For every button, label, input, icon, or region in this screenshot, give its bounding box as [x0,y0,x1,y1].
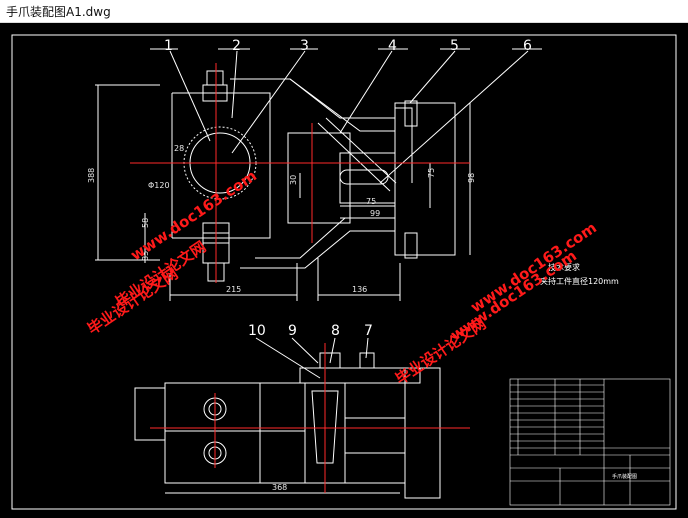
centerlines-front [130,63,470,283]
part-label-1: 1 [164,38,173,54]
tech-note-title: 技术要求 [548,262,580,272]
part-label-10: 10 [248,323,266,339]
watermark-site-2: www.doc163.com [447,247,580,345]
part-label-9: 9 [288,323,297,339]
title-block [509,378,671,506]
drawing-svg: 1 2 3 4 5 6 7 8 9 10 388 28 Φ120 58 85 2… [11,34,677,510]
dim-98: 98 [467,173,476,183]
tech-note-line: 夹持工件直径120mm [540,276,619,286]
dim-85: 85 [141,251,150,261]
dim-phi120: Φ120 [148,181,170,190]
top-view [134,337,441,499]
dim-368: 368 [272,483,287,492]
watermark-site-3: www.doc163.com [467,219,600,317]
title-bar: 手爪装配图A1.dwg [0,0,688,23]
dim-28: 28 [174,144,184,153]
part-label-6: 6 [523,38,532,54]
drawing-border [11,34,677,510]
part-label-7: 7 [364,323,373,339]
dim-58: 58 [141,218,150,228]
centerlines-top [150,343,470,493]
part-label-8: 8 [331,323,340,339]
dim-30: 30 [289,175,298,185]
title-block-drawing-name: 手爪装配图 [612,473,637,480]
dim-388: 388 [87,168,96,183]
dim-75b: 75 [427,168,436,178]
dim-99: 99 [370,209,380,218]
dim-75a: 75 [366,197,376,206]
drawing-canvas[interactable]: 1 2 3 4 5 6 7 8 9 10 388 28 Φ120 58 85 2… [0,23,688,518]
part-label-4: 4 [388,38,397,54]
part-label-2: 2 [232,38,241,54]
window-title: 手爪装配图A1.dwg [6,5,111,19]
part-label-5: 5 [450,38,459,54]
dim-215: 215 [226,285,241,294]
dim-136: 136 [352,285,367,294]
watermark-cn-3: 毕业设计论文网 [84,265,181,339]
part-label-3: 3 [300,38,309,54]
